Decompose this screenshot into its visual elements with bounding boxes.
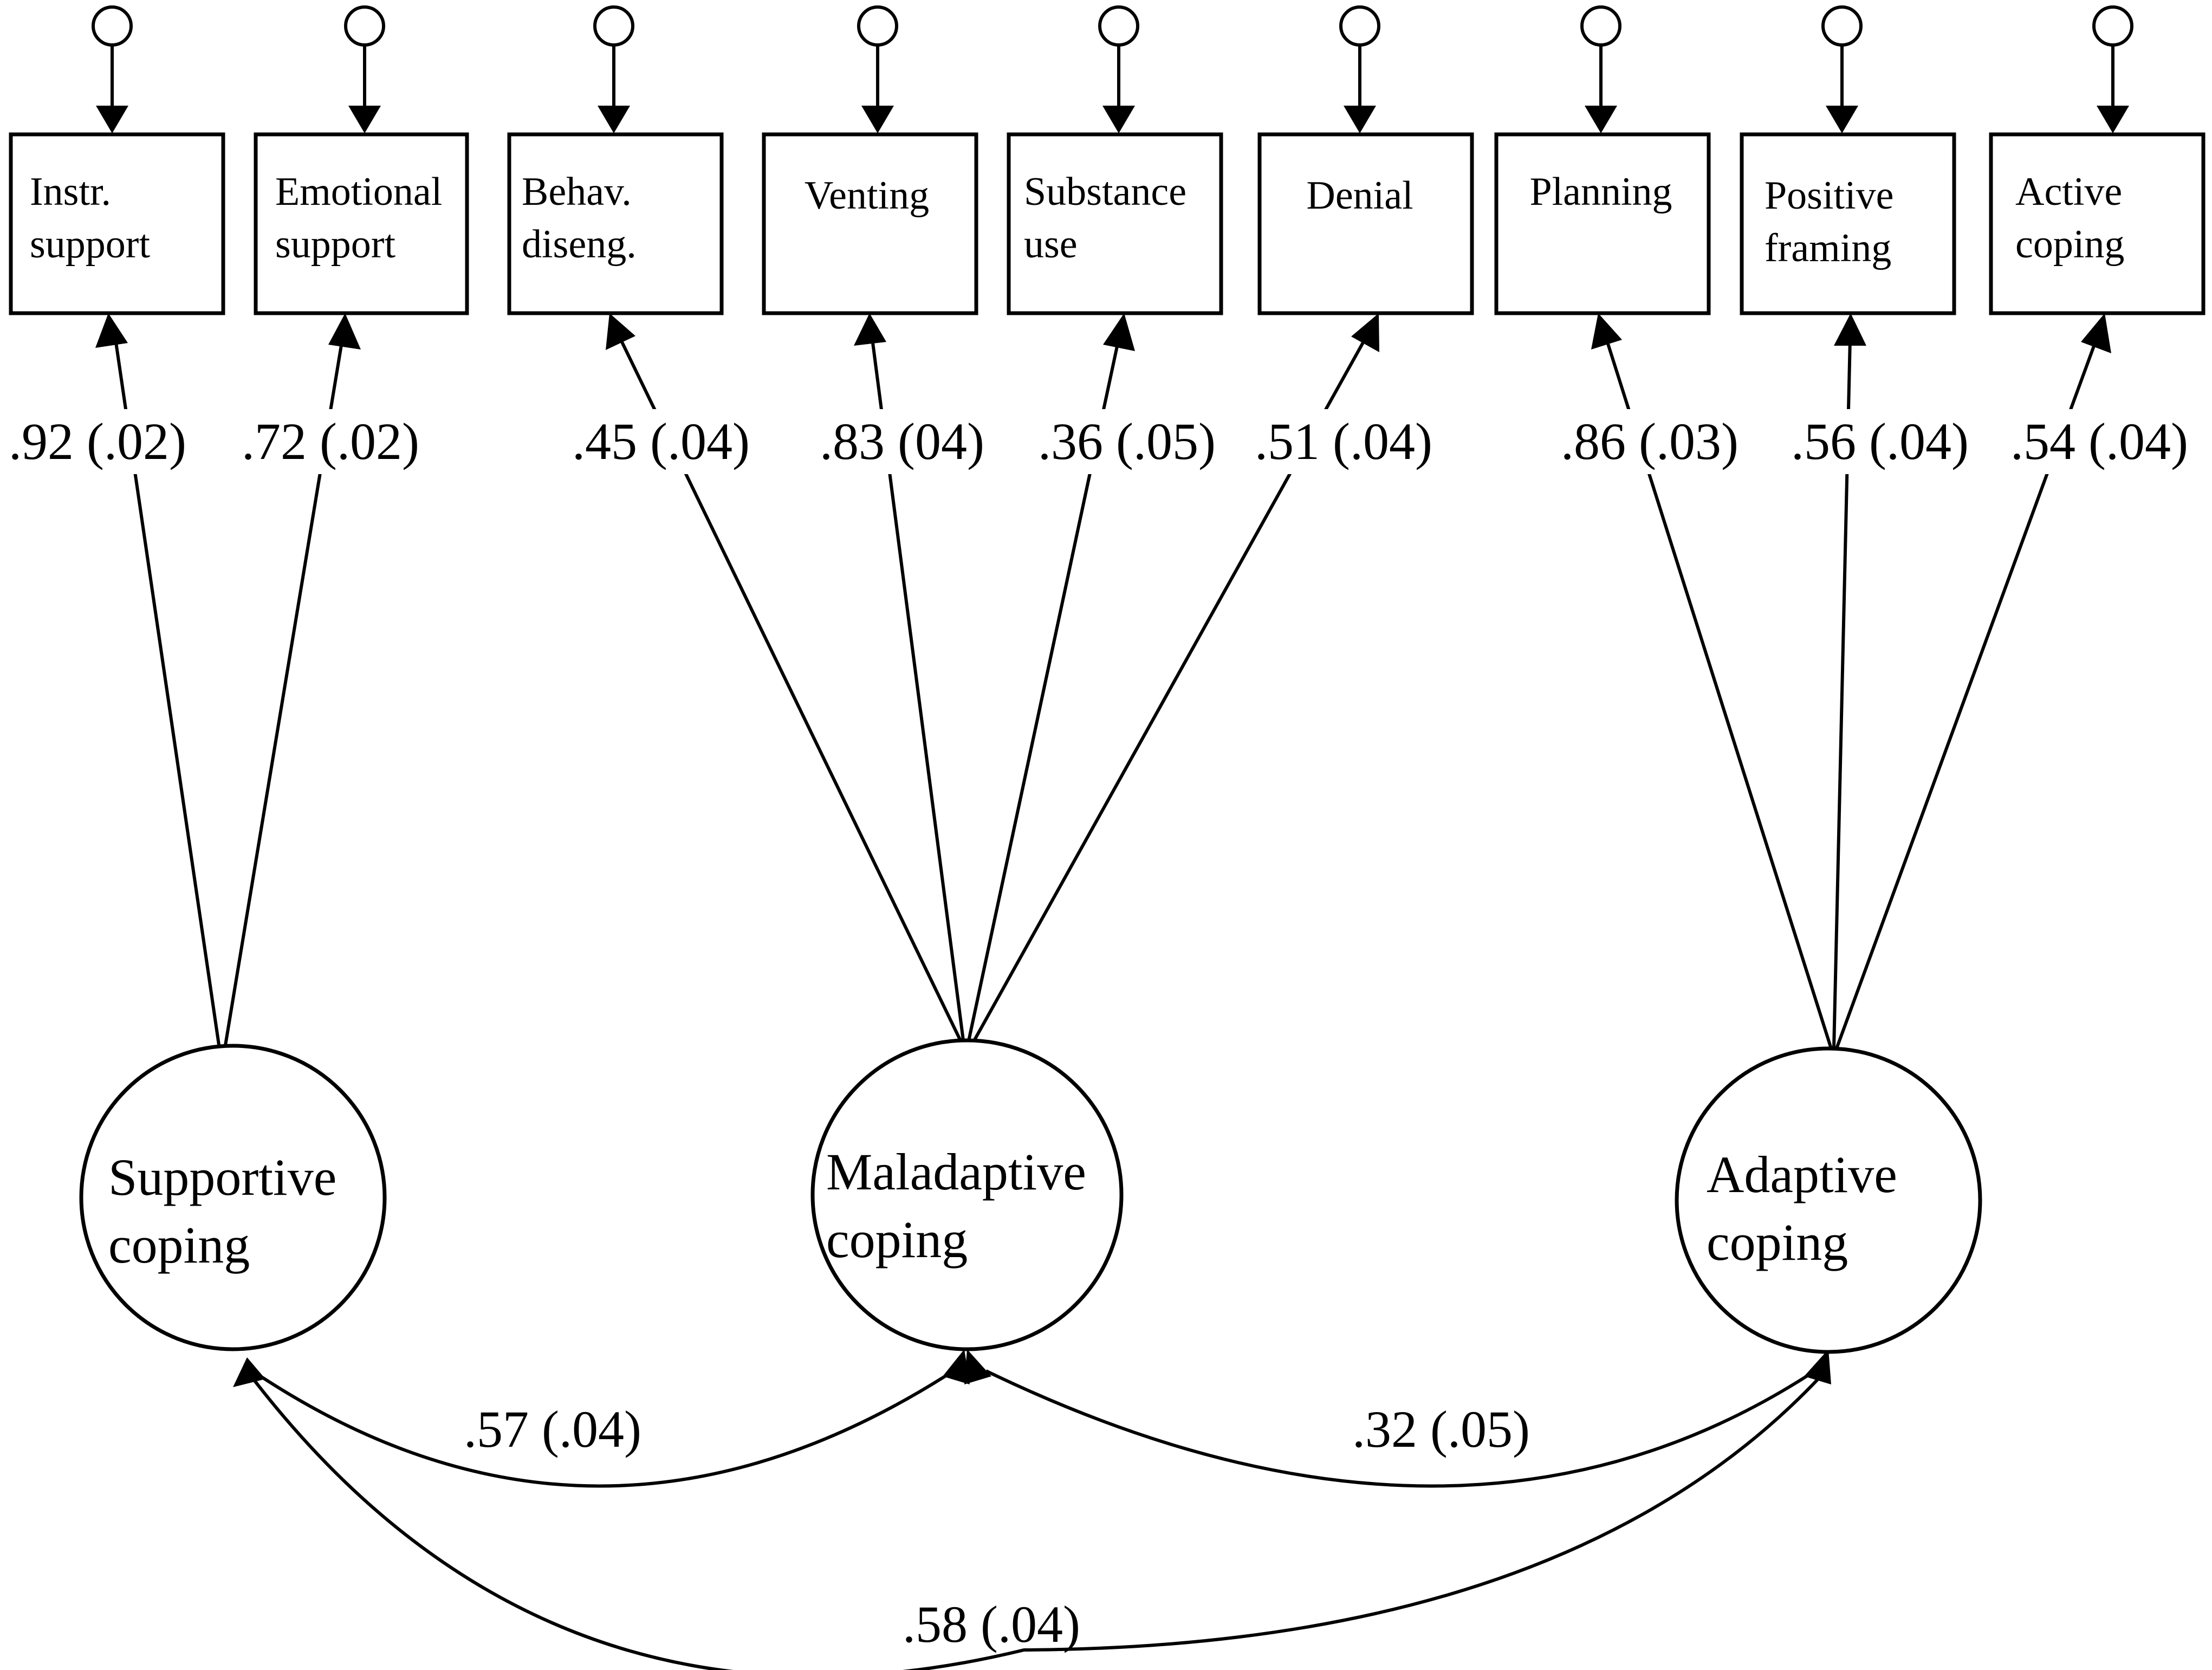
arrowhead-icon: [861, 106, 894, 133]
covariance-arc-maladaptive-adaptive: [985, 1369, 1816, 1488]
arrowhead-icon: [854, 313, 886, 346]
indicator-label-line: framing: [1765, 226, 1891, 270]
error-circle-icon: [92, 5, 133, 47]
arrowhead-icon: [1591, 313, 1622, 349]
latent-maladaptive: Maladaptive coping: [810, 1038, 1124, 1351]
error-circle-icon: [2092, 5, 2133, 47]
indicator-emotional: Emotional support: [254, 132, 469, 315]
loading-label-positive: .56 (.04): [1791, 412, 1969, 470]
error-term-planning: [1580, 5, 1621, 133]
arrowhead-icon: [2097, 106, 2129, 133]
arrowhead-icon: [348, 106, 381, 133]
error-term-positive: [1821, 5, 1863, 133]
error-circle-icon: [1821, 5, 1863, 47]
indicator-label-line: Planning: [1529, 170, 1672, 214]
arrowhead-icon: [96, 106, 128, 133]
error-circle-icon: [1098, 5, 1139, 47]
indicator-label-line: Denial: [1306, 173, 1413, 218]
loading-label-planning: .86 (.03): [1561, 412, 1739, 470]
covariance-label: .58 (.04): [903, 1595, 1080, 1653]
arrowhead-icon: [2081, 313, 2111, 353]
indicator-active: Active coping: [1989, 132, 2205, 315]
indicator-venting: Venting: [762, 132, 978, 315]
indicator-boxes: Instr. support Emotional support Behav. …: [9, 132, 2205, 315]
error-term-denial: [1339, 5, 1380, 133]
indicator-label-line: support: [30, 222, 150, 267]
arrowhead-icon: [328, 313, 361, 349]
indicator-denial: Denial: [1257, 132, 1474, 315]
covariance-label: .32 (.05): [1352, 1400, 1530, 1458]
loading-label-denial: .51 (.04): [1255, 412, 1432, 470]
indicator-instr: Instr. support: [9, 132, 225, 315]
latent-adaptive: Adaptive coping: [1675, 1046, 1982, 1354]
loading-label-behav: .45 (.04): [572, 412, 750, 470]
indicator-substance: Substance use: [1007, 132, 1223, 315]
indicator-label-line: Active: [2015, 170, 2122, 214]
loading-label-substance: .36 (.05): [1038, 412, 1216, 470]
covariance-label: .57 (.04): [464, 1400, 641, 1458]
latent-factors: Supportive coping Maladaptive coping Ada…: [79, 1038, 1982, 1354]
error-circle-icon: [857, 5, 898, 47]
loading-label-emotional: .72 (.02): [242, 412, 419, 470]
error-circle-icon: [344, 5, 385, 47]
loading-labels: .92 (.02) .72 (.02) .45 (.04) .83 (04) .…: [0, 409, 2208, 474]
arrowhead-icon: [1585, 106, 1617, 133]
arrowhead-icon: [1102, 106, 1135, 133]
covariance-arc-supportive-adaptive: [245, 1369, 1827, 1670]
indicator-label-line: Positive: [1765, 173, 1893, 218]
latent-label-line: Adaptive: [1707, 1145, 1897, 1203]
error-term-substance: [1098, 5, 1139, 133]
error-term-venting: [857, 5, 898, 133]
error-term-behav: [593, 5, 634, 133]
arrowhead-icon: [1804, 1349, 1831, 1384]
error-terms: [92, 5, 2133, 133]
error-term-instr: [92, 5, 133, 133]
error-circle-icon: [1339, 5, 1380, 47]
indicator-label-line: Venting: [805, 173, 929, 218]
latent-label-line: coping: [826, 1211, 968, 1268]
loading-label-venting: .83 (04): [820, 412, 984, 470]
arrowhead-icon: [943, 1349, 970, 1384]
arrowhead-icon: [1351, 313, 1379, 352]
latent-label-line: coping: [108, 1216, 250, 1274]
indicator-label-line: Instr.: [30, 170, 111, 214]
arrowhead-icon: [1344, 106, 1376, 133]
arrowhead-icon: [606, 313, 635, 350]
loading-label-instr: .92 (.02): [9, 412, 186, 470]
arrowhead-icon: [1826, 106, 1858, 133]
indicator-label-line: Emotional: [275, 170, 442, 214]
arrowhead-icon: [598, 106, 630, 133]
indicator-behav: Behav. diseng.: [507, 132, 724, 315]
covariance-arc-supportive-maladaptive: [251, 1369, 955, 1488]
indicator-label-line: Substance: [1024, 170, 1186, 214]
error-term-active: [2092, 5, 2133, 133]
indicator-label-line: diseng.: [522, 222, 637, 267]
latent-label-line: Supportive: [108, 1148, 336, 1206]
indicator-label-line: Behav.: [522, 170, 632, 214]
arrowhead-icon: [233, 1357, 265, 1387]
arrowhead-icon: [964, 1349, 991, 1384]
error-circle-icon: [1580, 5, 1621, 47]
indicator-label-line: coping: [2015, 222, 2124, 267]
latent-label-line: Maladaptive: [826, 1143, 1086, 1201]
arrowhead-icon: [95, 313, 128, 348]
indicator-label-line: use: [1024, 222, 1078, 267]
arrowhead-icon: [1103, 313, 1135, 351]
latent-label-line: coping: [1707, 1213, 1848, 1271]
latent-supportive: Supportive coping: [79, 1044, 387, 1351]
indicator-positive: Positive framing: [1740, 132, 1956, 315]
covariance-arcs: .57 (.04) .32 (.05) .58 (.04): [233, 1349, 1831, 1670]
indicator-label-line: support: [275, 222, 395, 267]
arrowhead-icon: [1834, 313, 1866, 346]
error-circle-icon: [593, 5, 634, 47]
loading-label-active: .54 (.04): [2010, 412, 2188, 470]
indicator-planning: Planning: [1494, 132, 1711, 315]
error-term-emotional: [344, 5, 385, 133]
